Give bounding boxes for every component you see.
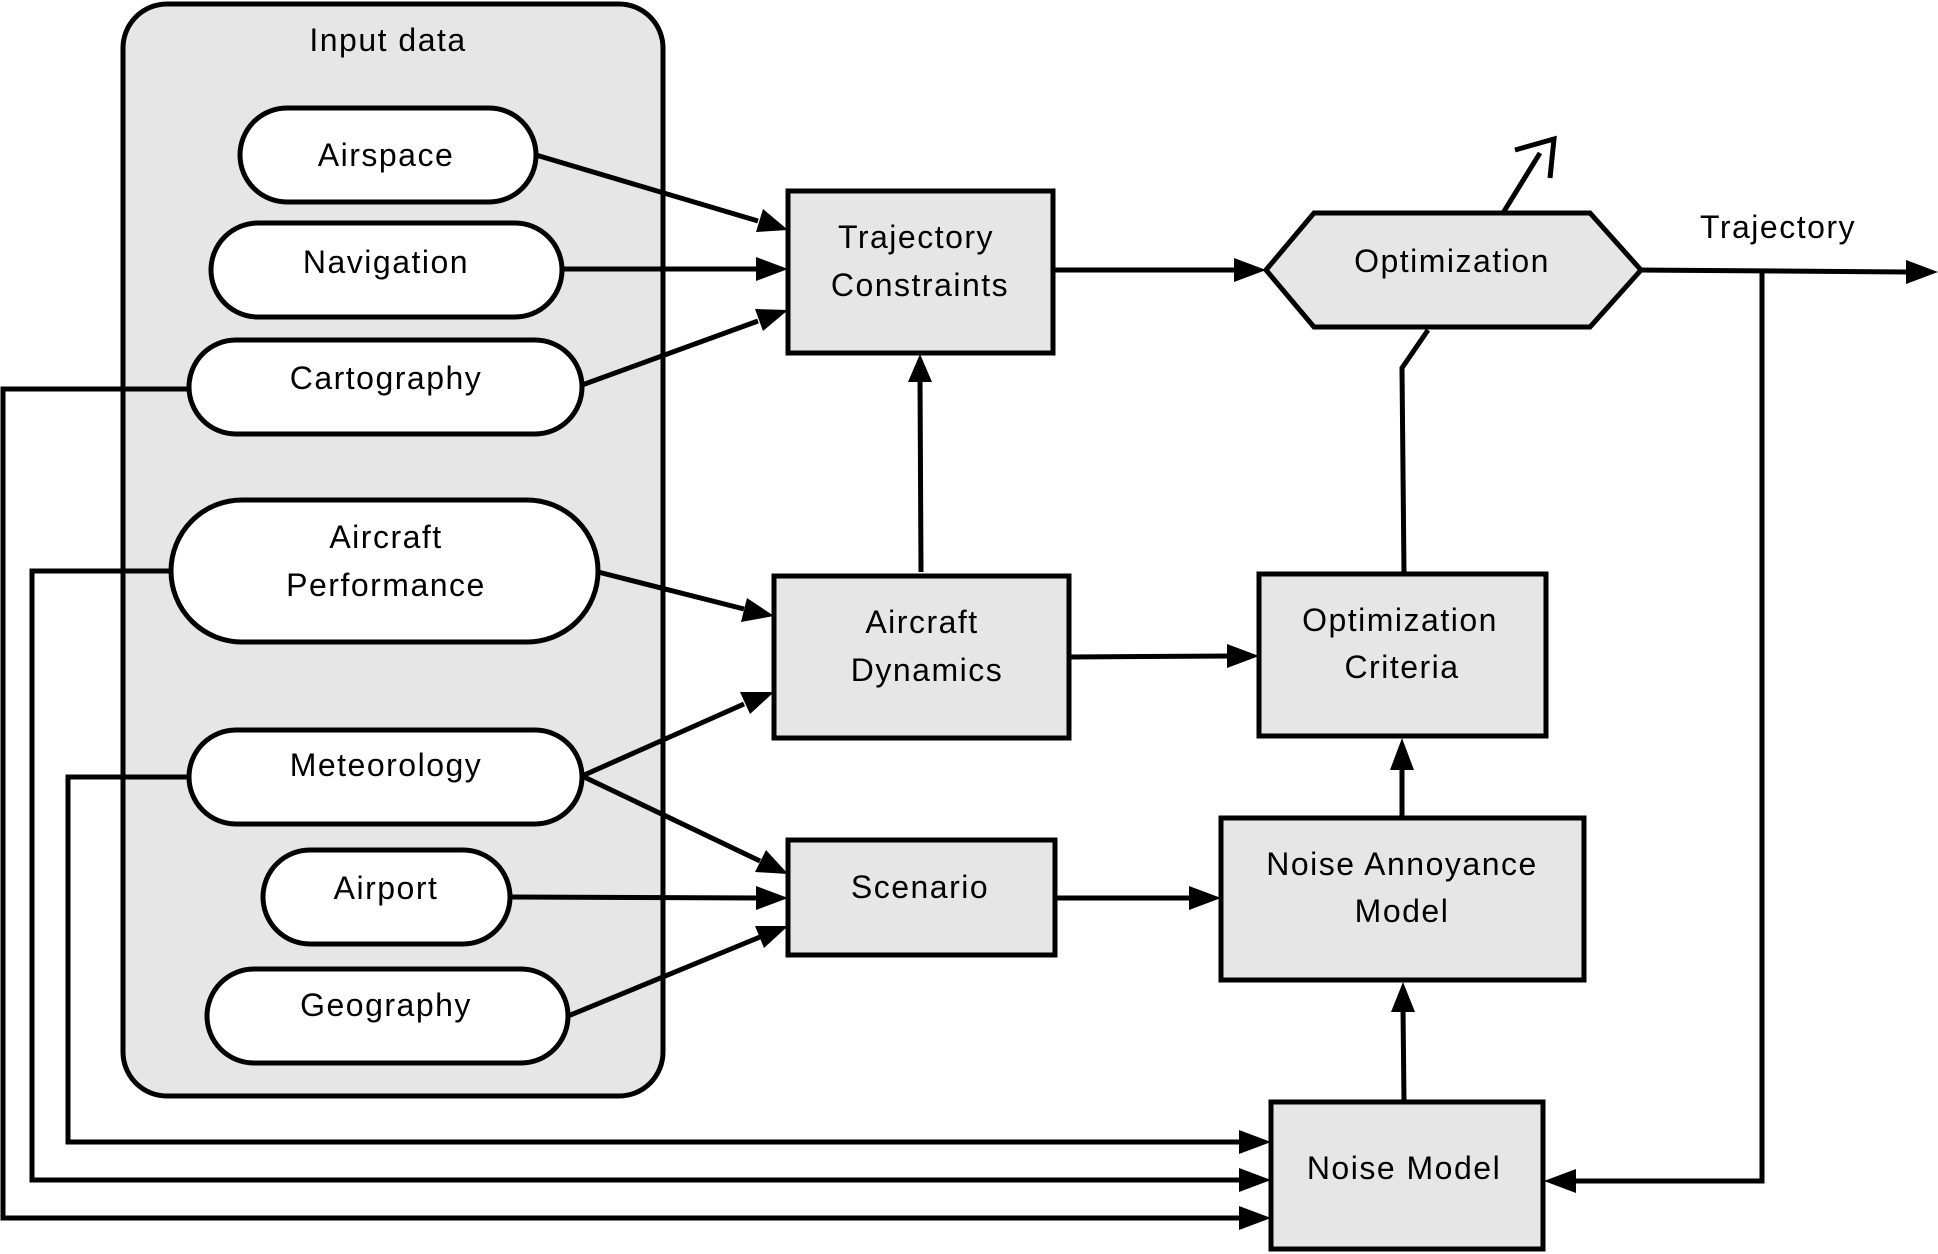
optimization-node: Optimization bbox=[1262, 210, 1645, 330]
edge-noise-to-annoyance bbox=[1400, 1006, 1407, 1103]
noise-annoyance-model-label-line2: Model bbox=[1355, 893, 1450, 929]
trajectory-constraints-node: Trajectory Constraints bbox=[785, 188, 1056, 356]
geography-label: Geography bbox=[300, 987, 472, 1023]
trajectory-constraints-box bbox=[785, 188, 1056, 356]
aircraft-dynamics-label-line2: Dynamics bbox=[851, 652, 1003, 688]
airspace-oval bbox=[237, 105, 539, 205]
noise-annoyance-model-box bbox=[1218, 815, 1587, 983]
trajectory-output-label: Trajectory bbox=[1700, 209, 1856, 245]
trajectory-constraints-label-line1: Trajectory bbox=[838, 219, 994, 255]
edge-dynamics-to-constraints bbox=[917, 376, 924, 573]
edge-optimization-to-output bbox=[1640, 267, 1913, 275]
arrowhead-constraints bbox=[908, 354, 932, 382]
arrowhead-criteria-from-annoyance bbox=[1390, 738, 1414, 770]
edge-airspace-to-constraints bbox=[535, 152, 759, 224]
optimization-hexagon bbox=[1262, 210, 1645, 330]
arrowhead-optimization bbox=[1234, 258, 1266, 282]
aircraft-performance-label-line1: Aircraft bbox=[329, 519, 442, 555]
aircraft-dynamics-label-line1: Aircraft bbox=[865, 604, 978, 640]
input-geography: Geography bbox=[204, 966, 571, 1066]
cartography-oval bbox=[186, 337, 585, 437]
arrowhead-noise-performance bbox=[1239, 1168, 1271, 1192]
arrowhead-meteorology-scenario bbox=[755, 850, 788, 874]
arrowheads bbox=[740, 135, 1938, 1230]
edge-criteria-to-optimization bbox=[1399, 328, 1431, 575]
scenario-box bbox=[785, 837, 1058, 958]
aircraft-performance-oval bbox=[168, 497, 601, 645]
arrowhead-noise-feedback bbox=[1544, 1169, 1576, 1193]
edge-meteorology-to-noise bbox=[65, 774, 1241, 1145]
edge-cartography-to-constraints bbox=[581, 318, 759, 388]
arrowhead-navigation bbox=[756, 257, 788, 281]
arrowhead-optimization-up bbox=[1514, 135, 1557, 179]
process-nodes: Trajectory Constraints Aircraft Dynamics… bbox=[771, 188, 1645, 1252]
noise-model-node: Noise Model bbox=[1268, 1099, 1546, 1252]
airport-label: Airport bbox=[334, 870, 439, 906]
edge-airport-to-scenario bbox=[509, 894, 761, 901]
arrowhead-airport bbox=[756, 886, 788, 910]
input-meteorology: Meteorology bbox=[186, 727, 585, 827]
arrowhead-annoyance-from-noise bbox=[1391, 982, 1415, 1012]
edge-performance-to-dynamics bbox=[597, 569, 745, 612]
arrowhead-cartography bbox=[755, 309, 788, 331]
input-data-label: Input data bbox=[309, 22, 466, 58]
arrowhead-noise-cartography bbox=[1239, 1206, 1271, 1230]
arrowhead-airspace bbox=[756, 209, 788, 232]
edge-trajectory-feedback-to-noise bbox=[1572, 271, 1765, 1184]
arrowhead-criteria bbox=[1227, 644, 1259, 668]
airspace-label: Airspace bbox=[318, 137, 455, 173]
scenario-label: Scenario bbox=[851, 869, 989, 905]
scenario-node: Scenario bbox=[785, 837, 1058, 958]
noise-annoyance-model-node: Noise Annoyance Model bbox=[1218, 815, 1587, 983]
arrowhead-geography bbox=[755, 926, 788, 948]
input-navigation: Navigation bbox=[208, 220, 565, 320]
noise-annoyance-model-label-line1: Noise Annoyance bbox=[1266, 846, 1538, 882]
edge-performance-to-noise bbox=[29, 568, 1241, 1183]
aircraft-performance-label-line2: Performance bbox=[286, 567, 486, 603]
navigation-label: Navigation bbox=[303, 244, 469, 280]
input-airspace: Airspace bbox=[237, 105, 539, 205]
meteorology-oval bbox=[186, 727, 585, 827]
optimization-criteria-node: Optimization Criteria bbox=[1256, 571, 1549, 739]
optimization-label: Optimization bbox=[1354, 243, 1550, 279]
aircraft-dynamics-node: Aircraft Dynamics bbox=[771, 573, 1072, 741]
arrowhead-noise-meteorology bbox=[1239, 1130, 1271, 1154]
arrowhead-annoyance-input bbox=[1189, 886, 1221, 910]
input-cartography: Cartography bbox=[186, 337, 585, 437]
edges bbox=[0, 151, 1913, 1221]
arrowhead-performance bbox=[741, 598, 774, 622]
optimization-criteria-box bbox=[1256, 571, 1549, 739]
noise-model-label: Noise Model bbox=[1307, 1150, 1501, 1186]
trajectory-constraints-label-line2: Constraints bbox=[831, 267, 1009, 303]
edge-meteorology-to-dynamics bbox=[580, 701, 746, 779]
airport-oval bbox=[260, 847, 513, 947]
navigation-oval bbox=[208, 220, 565, 320]
input-nodes: Airspace Navigation Cartography Aircraft… bbox=[168, 105, 601, 1066]
edge-geography-to-scenario bbox=[567, 934, 761, 1019]
meteorology-label: Meteorology bbox=[290, 747, 483, 783]
edge-meteorology-to-scenario bbox=[580, 773, 762, 864]
edge-optimization-up-arrow bbox=[1500, 151, 1543, 215]
edge-cartography-to-noise bbox=[0, 386, 1241, 1221]
edge-dynamics-to-criteria bbox=[1068, 653, 1232, 660]
input-airport: Airport bbox=[260, 847, 513, 947]
arrowhead-meteorology-dynamics bbox=[740, 692, 774, 714]
aircraft-dynamics-box bbox=[771, 573, 1072, 741]
optimization-criteria-label-line1: Optimization bbox=[1302, 602, 1498, 638]
optimization-criteria-label-line2: Criteria bbox=[1344, 649, 1459, 685]
geography-oval bbox=[204, 966, 571, 1066]
noise-model-box bbox=[1268, 1099, 1546, 1252]
arrowhead-output bbox=[1906, 260, 1938, 284]
cartography-label: Cartography bbox=[290, 360, 483, 396]
input-aircraft-performance: Aircraft Performance bbox=[168, 497, 601, 645]
